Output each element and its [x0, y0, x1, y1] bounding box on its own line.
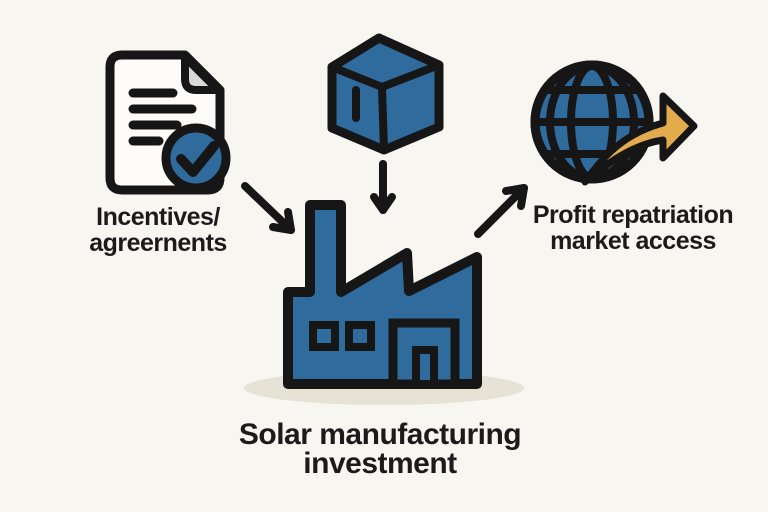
factory-icon: [235, 193, 535, 418]
arrow-document-to-factory: [238, 178, 300, 245]
factory-svg: [244, 200, 524, 405]
profit-label-line2: market access: [550, 227, 716, 255]
incentives-label-line1: Incentives/: [96, 203, 220, 231]
factory-label-line1: Solar manufacturing: [238, 418, 522, 451]
globe-arrow-svg: [530, 60, 698, 186]
factory-label: Solar manufacturing investment: [220, 418, 540, 480]
document-check-icon: [95, 45, 245, 205]
arrow-factory-to-globe: [470, 180, 532, 247]
arrow-cube-to-factory: [360, 158, 406, 225]
profit-label-line1: Profit repatriation: [532, 201, 734, 229]
profit-label: Profit repatriation market access: [512, 202, 754, 254]
incentives-label: Incentives/ agreernents: [58, 204, 258, 256]
cube-icon: [322, 28, 452, 168]
incentives-label-line2: agreernents: [89, 229, 227, 257]
factory-label-line2: investment: [303, 447, 457, 480]
cube-svg: [327, 33, 444, 155]
document-check-svg: [105, 50, 231, 195]
globe-arrow-icon: [525, 46, 705, 203]
